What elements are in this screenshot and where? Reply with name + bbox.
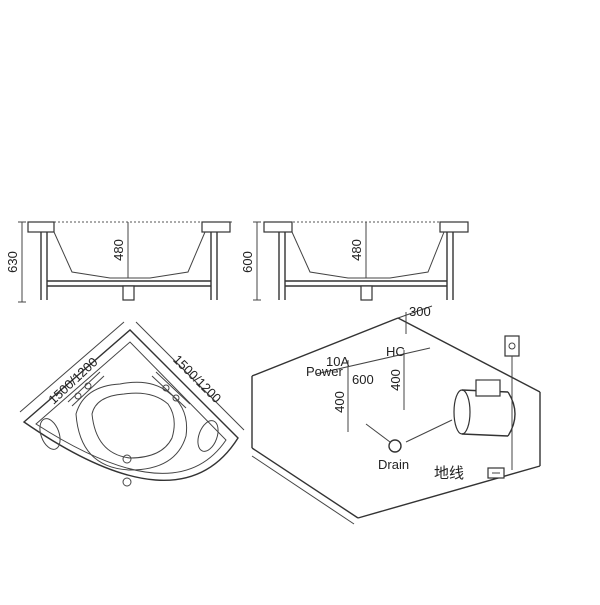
ground-label: 地线 [434,465,464,482]
tub-shell-profile [53,231,206,279]
knob-icon [172,394,180,402]
jet-icon [122,477,132,487]
dim-600-label: 600 [352,372,374,387]
headrest-right [197,420,219,452]
plan-view: 1500/1200 1500/1200 [19,321,245,487]
knob-icon [162,384,170,392]
headrest-left [39,418,61,450]
jet-icon [122,454,132,464]
floor-edge [357,465,541,519]
wall-edge [397,317,541,393]
side-label-left: 1500/1200 [45,354,100,407]
drain-icon [388,439,402,453]
side-dimension-line-right [135,321,245,431]
dim-400-right-label: 400 [388,369,403,391]
rim-block-left [263,221,293,233]
knob-icon [84,382,92,390]
rim-block-right [201,221,231,233]
side-dimension-line-left [19,321,125,413]
dim-top-label: 300 [409,304,431,319]
tub-outline [22,329,239,481]
floor-edge-inner [251,455,355,525]
motor-end [453,389,471,435]
dimension-line [397,305,433,319]
tub-shell-profile [291,231,445,279]
basin-inner [91,392,175,459]
wall-edge [251,317,399,377]
drain-pointer [365,423,391,443]
drain-pipe [405,419,453,443]
height-label: 600 [240,251,255,273]
room-view: 300 10A Power HC 400 400 600 Drain [251,304,541,525]
height-label: 630 [5,251,20,273]
center-support [360,285,373,301]
elevation-left: 630 480 [5,221,232,303]
label-hc: HC [386,344,405,359]
motor-control-box [475,379,501,397]
basin-outline [75,381,188,471]
inner-depth-label: 480 [349,239,364,261]
label-10a: 10A [326,354,349,369]
tub-rim-inner [35,341,227,474]
socket-icon [508,342,516,350]
faucet-cluster-right [151,371,191,409]
dim-400-left-label: 400 [332,391,347,413]
knob-icon [74,392,82,400]
power-line [315,347,431,375]
socket-box [504,335,520,357]
rim-block-left [27,221,55,233]
drain-label: Drain [378,457,409,472]
label-power: Power [306,364,344,379]
rim-block-right [439,221,469,233]
inner-depth-label: 480 [111,239,126,261]
motor-cap [507,391,516,437]
floor-edge [251,447,359,519]
elevation-right: 600 480 [240,221,469,301]
pump-motor [453,379,516,437]
center-support [122,285,135,301]
faucet-cluster-left [67,371,105,407]
